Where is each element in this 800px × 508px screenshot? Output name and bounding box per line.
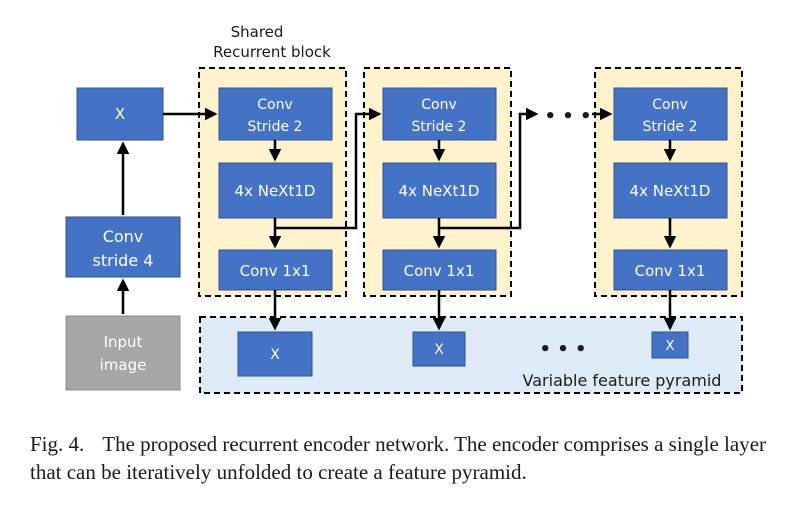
block1-next1d [218, 162, 333, 219]
block1-conv-label-line2: Stride 2 [248, 119, 303, 135]
pyramid-x-n-label: X [666, 339, 675, 354]
caption-text: The proposed recurrent encoder network. … [30, 432, 767, 484]
blocks-ellipsis: • • • [544, 106, 591, 127]
pyramid-x-1-label: X [270, 347, 280, 363]
conv-stride4-label-line2: stride 4 [93, 251, 154, 270]
arrow-b2-to-ellipsis [439, 107, 539, 230]
conv-stride4-box [65, 216, 181, 278]
block2-next1d-label: 4x NeXt1D [399, 182, 480, 200]
block1-conv-label-line1: Conv [257, 97, 293, 113]
blockn-next1d-label: 4x NeXt1D [630, 182, 711, 200]
shared-block-title-line2: Recurrent block [213, 43, 331, 61]
x-input-label: X [115, 105, 125, 123]
block1-conv-stride2 [218, 87, 333, 141]
block2-conv1x1 [382, 249, 497, 291]
input-image-label-line2: image [100, 356, 147, 374]
blockn-conv-label-line1: Conv [652, 97, 688, 113]
pyramid-x-1 [237, 331, 313, 377]
blockn-conv1x1-label: Conv 1x1 [635, 262, 706, 280]
arrow-b1-to-b2 [275, 107, 382, 230]
block1-next1d-label: 4x NeXt1D [235, 182, 316, 200]
pyramid-x-2 [412, 331, 466, 367]
shared-block-title-line1: Shared [231, 23, 284, 41]
blockn-next1d [613, 162, 728, 219]
block1-conv1x1 [218, 249, 333, 291]
conv-stride4-label-line1: Conv [103, 227, 144, 246]
blockn-conv-stride2 [613, 87, 728, 141]
figure-caption: Fig. 4.The proposed recurrent encoder ne… [30, 430, 780, 486]
figure-label: Fig. 4. [30, 432, 85, 456]
block2-conv-label-line1: Conv [421, 97, 457, 113]
blockn-conv-label-line2: Stride 2 [643, 119, 698, 135]
input-image-label-line1: Input [104, 333, 143, 351]
block2-conv-label-line2: Stride 2 [412, 119, 467, 135]
pyramid-ellipsis: • • • [539, 339, 586, 360]
pyramid-label: Variable feature pyramid [523, 371, 722, 390]
blockn-conv1x1 [613, 249, 728, 291]
input-image-box [65, 315, 181, 391]
pyramid-x-2-label: X [434, 342, 444, 358]
pyramid-x-n [651, 331, 689, 359]
block2-conv-stride2 [382, 87, 497, 141]
block2-conv1x1-label: Conv 1x1 [404, 262, 475, 280]
block1-conv1x1-label: Conv 1x1 [240, 262, 311, 280]
block2-next1d [382, 162, 497, 219]
